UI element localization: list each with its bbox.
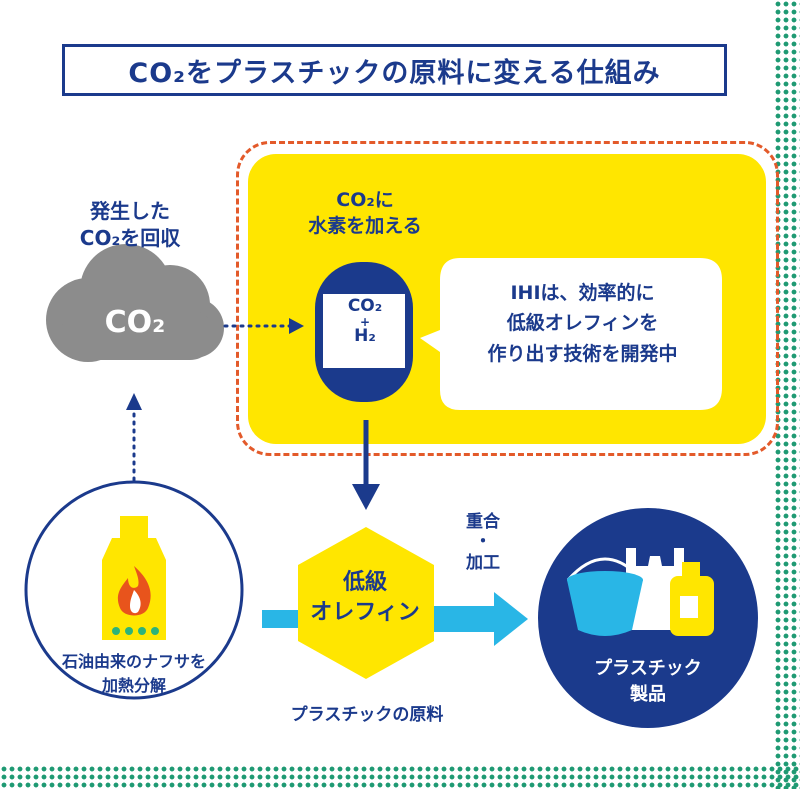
naphtha-caption: 石油由来のナフサを 加熱分解 xyxy=(61,652,206,695)
tank-label: CO₂ + H₂ xyxy=(347,296,383,347)
decorative-dot-border-bottom xyxy=(0,765,800,789)
cyan-arrow-to-olefin xyxy=(262,610,306,628)
dotted-arrow-to-tank xyxy=(223,318,304,334)
speech-bubble xyxy=(420,258,722,410)
page-title: CO₂をプラスチックの原料に変える仕組み xyxy=(62,44,727,96)
gas-tank-icon xyxy=(315,262,413,402)
cyan-arrow-to-product xyxy=(434,592,528,646)
plastic-bag-icon xyxy=(626,548,684,630)
co2-cloud-icon xyxy=(46,244,224,362)
product-caption: プラスチック 製品 xyxy=(594,658,702,706)
detergent-bottle-icon xyxy=(670,562,714,636)
speech-bubble-text: IHIは、効率的に 低級オレフィンを 作り出す技術を開発中 xyxy=(487,282,678,365)
reaction-caption: CO₂に 水素を加える xyxy=(308,189,422,237)
process-caption: 重合 ・ 加工 xyxy=(466,512,500,573)
dotted-arrow-to-cloud xyxy=(126,393,142,490)
olefin-caption: プラスチックの原料 xyxy=(290,705,444,725)
oil-bottle-flame-icon xyxy=(102,516,166,640)
reaction-dashed-frame xyxy=(236,141,779,456)
olefin-label: 低級 オレフィン xyxy=(310,570,420,625)
cloud-co2-label: CO₂ xyxy=(104,305,166,340)
bucket-icon xyxy=(566,557,644,636)
arrow-to-olefin xyxy=(352,420,380,510)
co2-source-caption: 発生した CO₂を回収 xyxy=(79,199,181,250)
olefin-hexagon xyxy=(298,527,434,679)
